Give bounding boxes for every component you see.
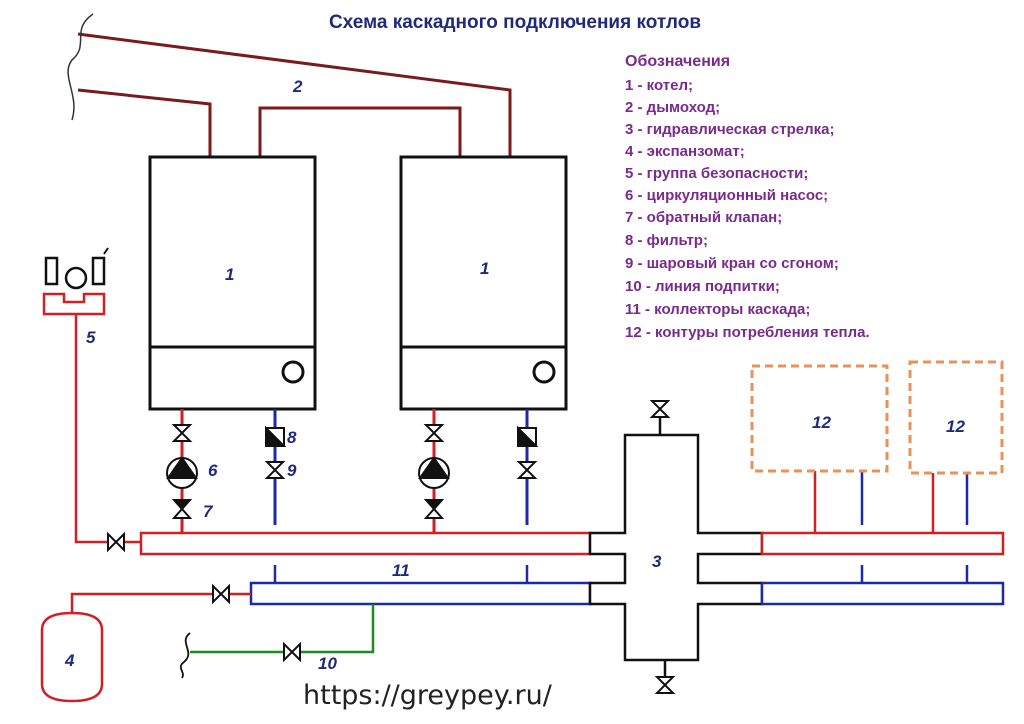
chimney — [67, 13, 512, 157]
legend-item: 1 - котел; — [625, 77, 693, 94]
ball-valve-icon — [423, 424, 445, 442]
pump-icon — [418, 456, 450, 489]
pressure-gauge-icon — [64, 266, 88, 290]
expansion-tank-body — [40, 611, 104, 703]
check-valve-icon — [171, 499, 193, 519]
check-valve-icon — [423, 499, 445, 519]
label-chimney: 2 — [292, 77, 303, 96]
air-vent-icon — [44, 256, 59, 286]
label-pump: 6 — [208, 461, 218, 480]
label-makeup-line: 10 — [318, 654, 337, 673]
filter-icon — [517, 425, 539, 447]
ball-valve-icon — [107, 531, 125, 553]
diagram-title: Схема каскадного подключения котлов — [329, 12, 701, 33]
legend-item: 4 - экспанзомат; — [625, 143, 745, 160]
boiler-right — [399, 155, 568, 411]
ball-valve-icon — [516, 461, 538, 479]
legend-item: 3 - гидравлическая стрелка; — [625, 121, 834, 138]
chimney-pipe-bottom — [77, 88, 212, 157]
legend-item: 5 - группа безопасности; — [625, 165, 808, 182]
legend-title: Обозначения — [625, 53, 730, 70]
label-boiler-left: 1 — [225, 265, 234, 284]
wall-break-line — [67, 13, 94, 121]
ball-valve-icon — [654, 676, 676, 694]
label-collectors: 11 — [392, 561, 410, 580]
consumer-supply-collector — [760, 531, 1005, 556]
chimney-pipe-top — [77, 32, 512, 157]
label-boiler-right: 1 — [480, 259, 489, 278]
watermark-url: https://greypey.ru/ — [303, 680, 553, 711]
legend-item: 8 - фильтр; — [625, 232, 708, 249]
label-check-valve: 7 — [203, 502, 214, 521]
hydraulic-separator — [588, 400, 764, 694]
makeup-line — [179, 604, 375, 679]
safety-group — [42, 247, 141, 553]
chimney-pipe-middle — [258, 106, 462, 157]
boiler-left — [148, 155, 317, 411]
legend-item: 9 - шаровый кран со сгоном; — [625, 255, 839, 272]
boiler-pipes — [180, 409, 529, 533]
relief-valve-icon — [91, 256, 106, 286]
expansion-tank — [40, 583, 251, 703]
legend-item: 7 - обратный клапан; — [625, 209, 782, 226]
ball-valve-icon — [649, 400, 671, 418]
label-consumer-1: 12 — [812, 413, 831, 432]
consumer-circuit-box — [750, 364, 889, 473]
label-safety-group: 5 — [86, 328, 96, 347]
label-hydraulic-separator: 3 — [652, 552, 662, 571]
boiler-gauge-icon — [281, 360, 305, 384]
consumer-collectors — [760, 531, 1005, 606]
collectors — [139, 531, 592, 606]
separator-body — [588, 433, 764, 662]
makeup-pipe — [190, 604, 375, 654]
legend-item: 6 - циркуляционный насос; — [625, 187, 828, 204]
supply-collector — [139, 531, 592, 556]
consumer-return-collector — [760, 581, 1005, 606]
consumer-circuits — [750, 360, 1004, 475]
safety-group-manifold — [42, 292, 106, 316]
return-collector — [249, 581, 592, 606]
ball-valve-icon — [283, 641, 301, 663]
label-filter: 8 — [287, 428, 297, 447]
label-consumer-2: 12 — [946, 417, 965, 436]
safety-group-pipe — [74, 314, 141, 544]
consumer-circuit-box — [908, 360, 1004, 475]
ball-valve-icon — [264, 461, 286, 479]
label-expansion-tank: 4 — [64, 651, 75, 670]
legend-item: 11 - коллекторы каскада; — [625, 301, 810, 318]
legend: Обозначения 1 - котел; 2 - дымоход; 3 - … — [625, 53, 870, 341]
legend-item: 2 - дымоход; — [625, 99, 720, 116]
ball-valve-icon — [171, 424, 193, 442]
boiler-fittings — [166, 424, 539, 519]
legend-item: 12 - контуры потребления тепла. — [625, 324, 870, 341]
expansion-tank-pipe — [70, 592, 251, 614]
filter-icon — [265, 425, 287, 447]
boiler-gauge-icon — [532, 360, 556, 384]
pipe-break-line — [179, 632, 191, 679]
pump-icon — [166, 456, 198, 489]
label-ball-valve: 9 — [287, 461, 297, 480]
legend-item: 10 - линия подпитки; — [625, 278, 780, 295]
ball-valve-icon — [212, 583, 230, 605]
